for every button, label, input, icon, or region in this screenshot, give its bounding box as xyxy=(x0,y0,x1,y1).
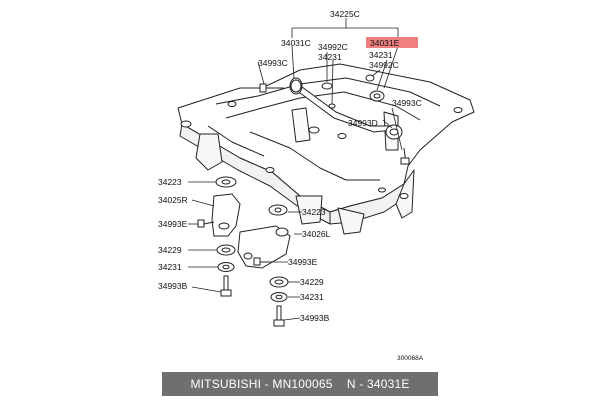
label-34223-a: 34223 xyxy=(158,177,182,187)
label-34992c-b: 34992C xyxy=(369,60,399,70)
diagram-code: 300068A xyxy=(397,355,424,362)
brand-name: MITSUBISHI xyxy=(190,377,262,391)
right-mount-parts xyxy=(237,204,291,327)
reference-number: 34031E xyxy=(366,377,410,391)
label-34229-b: 34229 xyxy=(300,277,324,287)
label-34025r: 34025R xyxy=(158,195,188,205)
label-34993c-a: 34993C xyxy=(258,58,288,68)
highlight-box xyxy=(366,37,418,48)
label-34993e-a: 34993E xyxy=(158,219,188,229)
left-mount-parts xyxy=(197,176,241,297)
label-34231-c: 34231 xyxy=(158,262,182,272)
label-34992c-a: 34992C xyxy=(318,42,348,52)
label-34026l: 34026L xyxy=(302,229,331,239)
label-34993b-b: 34993B xyxy=(300,313,330,323)
label-34223-b: 34223 xyxy=(302,207,326,217)
label-34031e: 34031E xyxy=(370,38,400,48)
label-34993e-b: 34993E xyxy=(288,257,318,267)
callout-labels: 34225C 34031C 34992C 34031E 34231 34231 … xyxy=(158,9,424,362)
label-34225c: 34225C xyxy=(330,9,360,19)
label-34231-d: 34231 xyxy=(300,292,324,302)
label-34231-a: 34231 xyxy=(318,52,342,62)
caption-separator: - xyxy=(261,377,273,391)
label-34993b-a: 34993B xyxy=(158,281,188,291)
label-34993d: 34993D xyxy=(348,118,378,128)
part-caption-bar: MITSUBISHI - MN100065 N - 34031E xyxy=(162,372,438,396)
label-34993c-b: 34993C xyxy=(392,98,422,108)
label-34229-a: 34229 xyxy=(158,245,182,255)
label-34231-b: 34231 xyxy=(369,50,393,60)
label-34031c: 34031C xyxy=(281,38,311,48)
crossmember xyxy=(177,63,475,235)
top-small-parts xyxy=(259,74,410,165)
caption-separator-2: N - xyxy=(332,377,367,391)
part-number: MN100065 xyxy=(272,377,333,391)
leader-lines xyxy=(188,18,403,321)
